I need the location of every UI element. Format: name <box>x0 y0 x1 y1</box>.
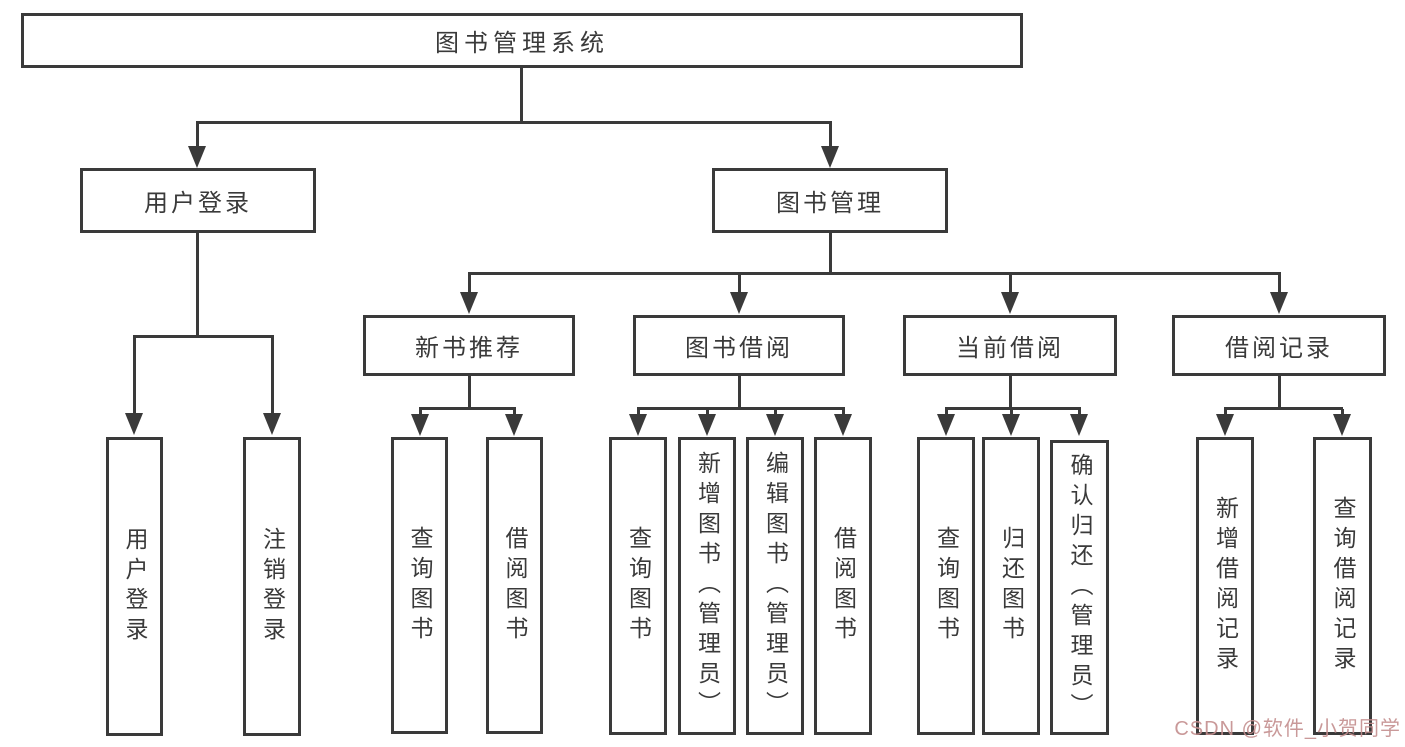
leaf-label: 用户登录 <box>122 526 148 647</box>
leaf-label: 查询图书 <box>933 526 960 646</box>
connector-borrow-bus <box>637 407 845 410</box>
connector-to-current <box>1009 274 1012 293</box>
connector-user-leaf1 <box>133 337 136 414</box>
arrow-down-icon <box>698 414 716 436</box>
connector-recommend-leaf1 <box>419 409 422 415</box>
connector-borrow-leaf3 <box>774 409 777 415</box>
leaf-borrow-add-books-admin: 新增图书（管理员） <box>678 437 736 735</box>
connector-records-leaf1 <box>1224 409 1227 415</box>
connector-current-stem <box>1009 376 1012 407</box>
node-borrow-records: 借阅记录 <box>1172 315 1386 376</box>
node-user-login: 用户登录 <box>80 168 316 233</box>
connector-to-user-login <box>196 123 199 147</box>
arrow-down-icon <box>460 292 478 314</box>
arrow-down-icon <box>263 413 281 435</box>
arrow-down-icon <box>411 414 429 436</box>
connector-current-leaf3 <box>1078 409 1081 415</box>
arrow-down-icon <box>1216 414 1234 436</box>
arrow-down-icon <box>766 414 784 436</box>
connector-user-leaf2 <box>271 337 274 414</box>
connector-borrow-leaf2 <box>706 409 709 415</box>
connector-to-recommend <box>468 274 471 293</box>
connector-to-book-mgmt <box>829 123 832 147</box>
arrow-down-icon <box>1002 414 1020 436</box>
leaf-records-query-record: 查询借阅记录 <box>1313 437 1372 735</box>
leaf-logout: 注销登录 <box>243 437 301 736</box>
connector-records-leaf2 <box>1341 409 1344 415</box>
arrow-down-icon <box>834 414 852 436</box>
leaf-label: 查询借阅记录 <box>1330 496 1356 676</box>
leaf-label: 确认归还（管理员） <box>1067 452 1093 723</box>
connector-user-bus <box>133 335 274 338</box>
node-book-management: 图书管理 <box>712 168 948 233</box>
connector-records-bus <box>1224 407 1343 410</box>
node-new-book-recommend: 新书推荐 <box>363 315 575 376</box>
connector-current-bus <box>945 407 1081 410</box>
arrow-down-icon <box>505 414 523 436</box>
arrow-down-icon <box>1333 414 1351 436</box>
leaf-label: 借阅图书 <box>502 525 528 646</box>
connector-root-stem <box>520 68 523 121</box>
leaf-label: 新增图书（管理员） <box>694 451 721 721</box>
arrow-down-icon <box>125 413 143 435</box>
arrow-down-icon <box>188 146 206 168</box>
leaf-borrow-query-books: 查询图书 <box>609 437 667 735</box>
connector-book-stem <box>829 233 832 272</box>
leaf-current-return-books: 归还图书 <box>982 437 1040 735</box>
node-current-borrow: 当前借阅 <box>903 315 1117 376</box>
connector-user-stem <box>196 233 199 335</box>
leaf-label: 查询图书 <box>407 525 433 646</box>
connector-to-records <box>1278 274 1281 293</box>
connector-records-stem <box>1278 376 1281 407</box>
arrow-down-icon <box>1270 292 1288 314</box>
connector-to-borrow <box>738 274 741 293</box>
arrow-down-icon <box>937 414 955 436</box>
connector-recommend-leaf2 <box>513 409 516 415</box>
leaf-borrow-borrow-books: 借阅图书 <box>814 437 872 735</box>
connector-current-leaf1 <box>945 409 948 415</box>
connector-current-leaf2 <box>1010 409 1013 415</box>
leaf-current-confirm-return-admin: 确认归还（管理员） <box>1050 440 1109 735</box>
connector-borrow-leaf4 <box>842 409 845 415</box>
leaf-recommend-borrow-books: 借阅图书 <box>486 437 543 734</box>
arrow-down-icon <box>821 146 839 168</box>
leaf-user-login: 用户登录 <box>106 437 163 736</box>
connector-recommend-bus <box>419 407 516 410</box>
arrow-down-icon <box>629 414 647 436</box>
connector-recommend-stem <box>468 376 471 407</box>
connector-borrow-stem <box>738 376 741 407</box>
node-library-management-system: 图书管理系统 <box>21 13 1023 68</box>
leaf-label: 查询图书 <box>625 526 652 646</box>
leaf-recommend-query-books: 查询图书 <box>391 437 448 734</box>
watermark: CSDN @软件_小贺同学 <box>1174 718 1401 740</box>
connector-borrow-leaf1 <box>637 409 640 415</box>
arrow-down-icon <box>730 292 748 314</box>
leaf-label: 归还图书 <box>998 526 1025 646</box>
connector-level1-bus <box>196 121 832 124</box>
leaf-borrow-edit-books-admin: 编辑图书（管理员） <box>746 437 804 735</box>
node-book-borrow: 图书借阅 <box>633 315 845 376</box>
leaf-label: 注销登录 <box>259 526 286 647</box>
connector-level3-bus <box>468 272 1281 275</box>
leaf-label: 编辑图书（管理员） <box>762 451 789 721</box>
leaf-label: 新增借阅记录 <box>1212 496 1239 676</box>
arrow-down-icon <box>1001 292 1019 314</box>
leaf-label: 借阅图书 <box>830 526 857 646</box>
arrow-down-icon <box>1070 414 1088 436</box>
leaf-current-query-books: 查询图书 <box>917 437 975 735</box>
leaf-records-add-record: 新增借阅记录 <box>1196 437 1254 735</box>
